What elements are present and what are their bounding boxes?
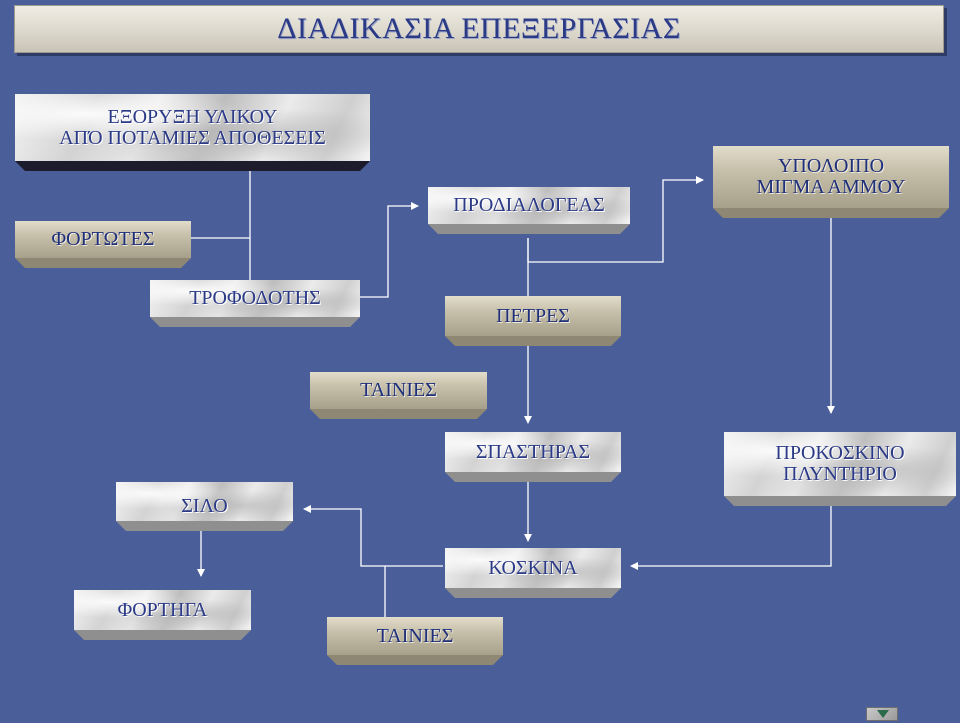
arrow-screens-to-silo <box>303 505 443 567</box>
node-extraction-line2: ΑΠΌ ΠΟΤΑΜΙΕΣ ΑΠΟΘΕΣΕΙΣ <box>59 126 326 149</box>
node-prescreen-label: ΠΡΟΔΙΑΛΟΓΕΑΣ <box>453 194 605 216</box>
node-extraction: ΕΞΟΡΥΞΗ ΥΛΙΚΟΥ ΑΠΌ ΠΟΤΑΜΙΕΣ ΑΠΟΘΕΣΕΙΣ <box>15 94 370 161</box>
node-silo: ΣΙΛΟ <box>116 482 293 521</box>
node-belts-2: ΤΑΙΝΙΕΣ <box>327 617 503 655</box>
node-crusher-label: ΣΠΑΣΤΗΡΑΣ <box>475 440 591 463</box>
node-trucks-label: ΦΟΡΤΗΓΑ <box>117 598 208 621</box>
page-title: ΔΙΑΔΙΚΑΣΙΑ ΕΠΕΞΕΡΓΑΣΙΑΣ <box>277 12 681 45</box>
node-extraction-line1: ΕΞΟΡΥΞΗ ΥΛΙΚΟΥ <box>107 105 278 128</box>
node-stones-label: ΠΕΤΡΕΣ <box>496 304 570 327</box>
node-belts-2-label: ΤΑΙΝΙΕΣ <box>376 624 454 647</box>
node-sandmix-line2: ΜΙΓΜΑ ΑΜΜΟΥ <box>756 176 906 198</box>
node-crusher: ΣΠΑΣΤΗΡΑΣ <box>445 432 621 472</box>
node-trucks: ΦΟΡΤΗΓΑ <box>74 590 251 630</box>
node-feeder-label: ΤΡΟΦΟΔΟΤΗΣ <box>189 287 321 309</box>
arrow-feeder-to-prescreen <box>360 202 419 298</box>
node-belts-1-label: ΤΑΙΝΙΕΣ <box>360 379 437 401</box>
arrow-prewasher-to-screens <box>630 500 832 570</box>
node-prewasher-line2: ΠΛΥΝΤΗΡΙΟ <box>783 463 897 485</box>
node-sandmix: ΥΠΟΛΟΙΠΟ ΜΙΓΜΑ ΑΜΜΟΥ <box>713 146 949 208</box>
node-feeder: ΤΡΟΦΟΔΟΤΗΣ <box>150 280 360 317</box>
node-belts-1: ΤΑΙΝΙΕΣ <box>310 372 487 409</box>
node-prewasher-line1: ΠΡΟΚΟΣΚΙΝΟ <box>775 442 905 464</box>
title-bar: ΔΙΑΔΙΚΑΣΙΑ ΕΠΕΞΕΡΓΑΣΙΑΣ <box>14 5 944 53</box>
node-silo-label: ΣΙΛΟ <box>181 495 228 517</box>
node-screens-label: ΚΟΣΚΙΝΑ <box>488 556 578 579</box>
triangle-logo-icon <box>866 707 898 721</box>
node-screens: ΚΟΣΚΙΝΑ <box>445 548 621 588</box>
node-sandmix-line1: ΥΠΟΛΟΙΠΟ <box>777 155 885 177</box>
node-prescreen: ΠΡΟΔΙΑΛΟΓΕΑΣ <box>428 187 630 224</box>
node-loaders: ΦΟΡΤΩΤΕΣ <box>15 221 191 258</box>
node-loaders-label: ΦΟΡΤΩΤΕΣ <box>51 228 155 250</box>
node-prewasher: ΠΡΟΚΟΣΚΙΝΟ ΠΛΥΝΤΗΡΙΟ <box>724 432 956 496</box>
node-stones: ΠΕΤΡΕΣ <box>445 296 621 336</box>
